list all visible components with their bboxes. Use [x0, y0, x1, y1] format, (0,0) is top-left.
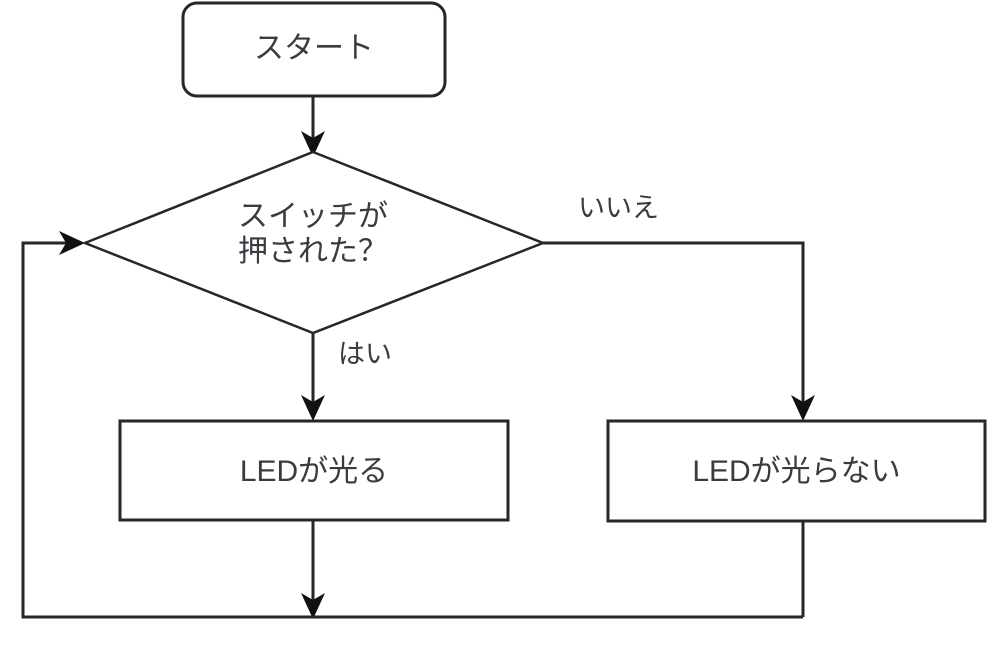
- edge-decision-yes: [301, 333, 325, 421]
- node-start-shape[interactable]: [181, 1, 447, 98]
- edge-loop-back: [21, 231, 803, 619]
- edge-start-to-decision: [301, 96, 325, 157]
- edge-led-on-to-loop: [301, 520, 325, 619]
- edge-decision-no: [543, 241, 815, 421]
- node-led-off-shape[interactable]: [606, 419, 987, 523]
- node-led-on-shape[interactable]: [118, 419, 510, 522]
- node-decision-shape[interactable]: [81, 150, 547, 335]
